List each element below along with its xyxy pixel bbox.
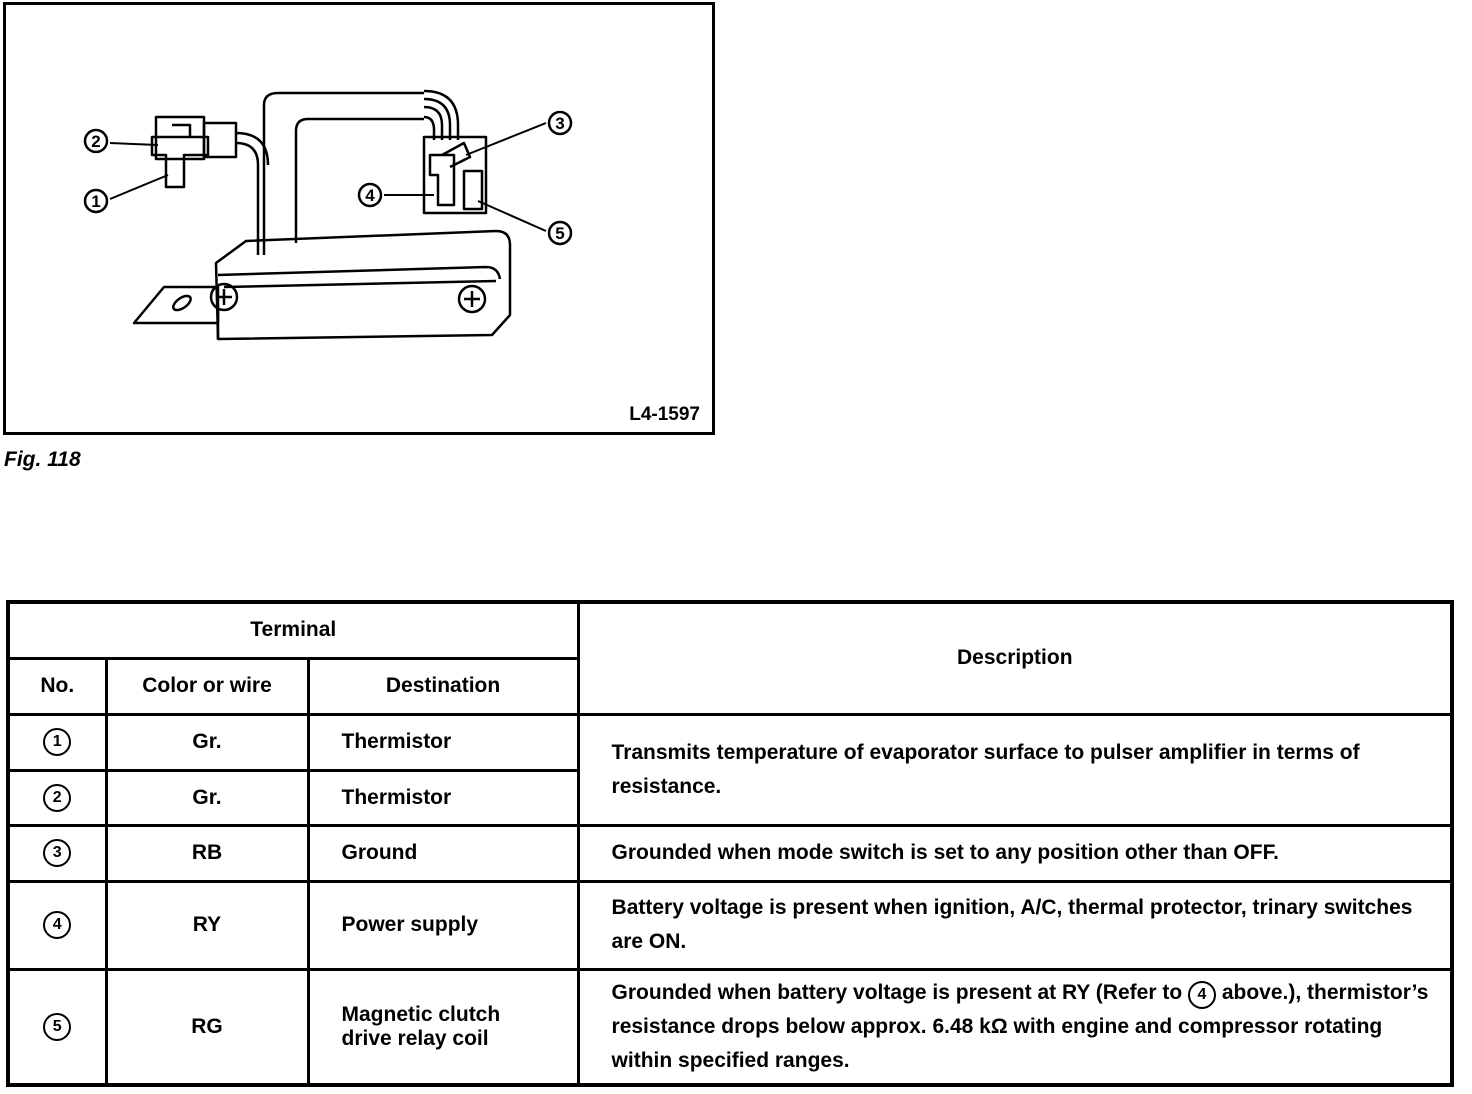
table-row: 2 Gr. Thermistor [6,768,1452,827]
description: Transmits temperature of evaporator surf… [576,712,1454,827]
relay-connector-diagram: 2 1 3 4 5 [83,89,573,341]
callout-1-circle [83,188,109,214]
table-row: 4 RY Power supply Battery voltage is pre… [6,879,1454,971]
callout-2-circle [83,128,109,154]
callout-1: 1 [91,192,100,211]
description: Battery voltage is present when ignition… [576,879,1454,971]
destination: Thermistor [306,768,580,827]
header-color: Color or wire [104,656,310,716]
description-part-2: above.), thermistor’s resistance drops b… [611,980,1429,1072]
figure-code: L4-1597 [629,404,700,425]
wire-color: Gr. [104,768,310,827]
description-part-1: Grounded when battery voltage is present… [611,980,1183,1004]
callout-5: 5 [555,224,564,243]
destination: Ground [306,823,580,883]
wire-color: Gr. [104,712,310,772]
terminal-number: 4 [43,911,72,939]
callout-2: 2 [91,132,100,151]
header-description: Description [576,600,1454,716]
table-row: 1 Gr. Thermistor Transmits temperature o… [6,712,1454,827]
wire-color: RY [104,879,310,971]
callout-4: 4 [365,186,375,205]
destination: Thermistor [306,712,580,772]
destination: Power supply [306,879,580,971]
terminal-table: Terminal Description No. Color or wire D… [6,600,1454,1087]
terminal-number: 2 [43,783,72,812]
wire-color: RG [104,967,310,1087]
description: Grounded when battery voltage is present… [576,967,1454,1087]
description: Grounded when mode switch is set to any … [576,823,1454,883]
destination: Magnetic clutch drive relay coil [306,967,580,1087]
terminal-number: 1 [43,728,72,756]
reference-terminal: 4 [1187,980,1216,1009]
table-row: 3 RB Ground Grounded when mode switch is… [6,823,1454,883]
terminal-number: 5 [43,1012,72,1041]
table-row: 5 RG Magnetic clutch drive relay coil Gr… [6,967,1454,1087]
callout-5-circle [547,220,573,246]
callout-3: 3 [555,114,564,133]
header-destination: Destination [306,656,580,716]
header-no: No. [6,656,108,716]
wire-color: RB [104,823,310,883]
callout-3-circle [547,110,573,136]
terminal-number: 3 [43,839,72,867]
callout-4-circle [357,182,383,208]
header-terminal: Terminal [6,600,580,660]
figure-frame: 2 1 3 4 5 L4-1597 [3,2,715,435]
figure-caption: Fig. 118 [4,448,81,471]
